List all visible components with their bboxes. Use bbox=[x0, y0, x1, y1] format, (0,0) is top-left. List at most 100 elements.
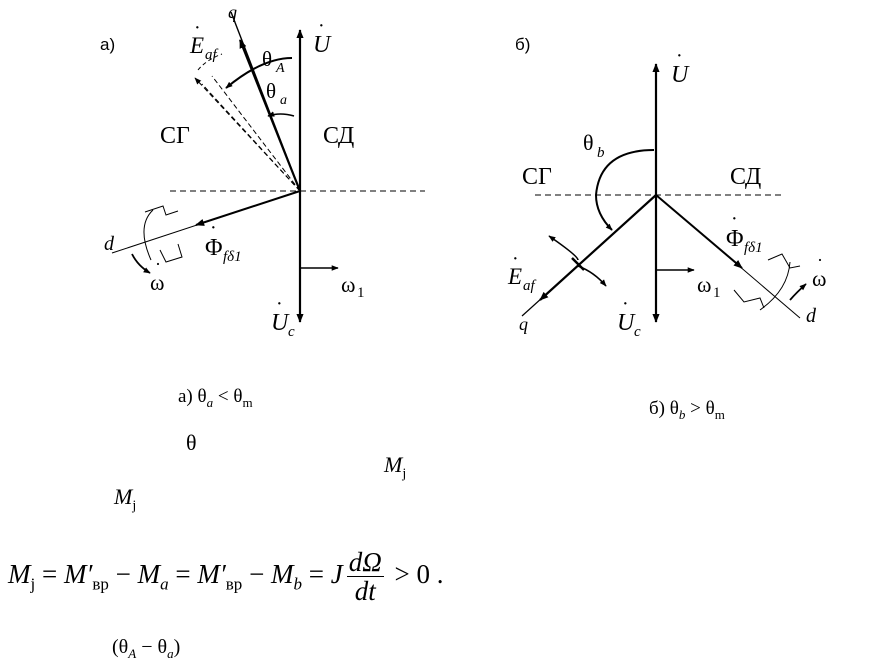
diagram-b: б) U · U c · E af · q θ b bbox=[507, 35, 826, 340]
fragment-mj-2: Mj bbox=[114, 484, 136, 514]
diagram-b-theta-b-label: θ bbox=[583, 130, 594, 155]
diagram-a-phi-dot: · bbox=[210, 217, 217, 239]
eq-equals: = bbox=[302, 559, 331, 590]
fragment-diff-sub-b: a bbox=[167, 646, 174, 661]
eq-tail: > 0 . bbox=[387, 559, 444, 590]
eq-j: j bbox=[30, 574, 36, 594]
diagram-a-theta-a-small-label: θ bbox=[266, 79, 276, 103]
diagram-a-omega-dot: · bbox=[155, 254, 161, 274]
diagram-b-phi-vector bbox=[655, 194, 743, 269]
diagram-a-eaf-dot: · bbox=[194, 17, 201, 39]
eq-equals: = bbox=[35, 559, 64, 590]
eq-numerator: dΩ bbox=[346, 547, 384, 578]
diagram-b-uc-sub: c bbox=[634, 324, 641, 340]
fragment-mj-1-sub: j bbox=[402, 466, 407, 482]
diagram-a-omega-label: ω bbox=[150, 270, 164, 295]
diagram-b-u-label: U bbox=[671, 62, 690, 88]
diagram-b-phi-sub: fδ1 bbox=[744, 240, 763, 256]
eq-ma: M bbox=[137, 559, 161, 590]
eq-minus: − bbox=[242, 559, 272, 590]
diagram-b-rotor-outline bbox=[767, 253, 801, 269]
caption-a-sub: a bbox=[206, 394, 214, 410]
diagram-a-phi-sub: fδ1 bbox=[223, 249, 242, 265]
diagram-a-phi-label: Φ bbox=[205, 235, 223, 261]
caption-b: б) θb > θm bbox=[649, 398, 725, 423]
caption-a-sub-m: m bbox=[242, 394, 253, 410]
diagram-a-uc-label: U bbox=[271, 310, 290, 336]
diagram-b-sg-label: СГ bbox=[522, 164, 552, 190]
diagram-a-e-position-dashed bbox=[211, 75, 301, 192]
caption-a: а) θa < θm bbox=[178, 386, 253, 411]
diagram-a-d-label: d bbox=[104, 233, 115, 255]
diagram-b-rotor-arc bbox=[759, 261, 791, 311]
diagram-a-sd-label: СД bbox=[323, 123, 354, 149]
diagram-a-theta-a-arc bbox=[225, 57, 293, 89]
fragment-diff-open: (θ bbox=[112, 636, 129, 658]
diagram-a-eaf-sub: af bbox=[205, 47, 219, 63]
fragment-mj-2-sub: j bbox=[132, 498, 137, 514]
diagram-a-e-position-dashed bbox=[194, 77, 301, 192]
diagram-b-omega-arrow bbox=[789, 283, 807, 301]
diagram-b-eaf-vector bbox=[539, 194, 657, 301]
diagram-b-phi-label: Φ bbox=[726, 226, 744, 252]
caption-b-sub-m: m bbox=[714, 406, 725, 422]
eq-mvr: M′ bbox=[63, 559, 93, 590]
eq-mb: M bbox=[271, 559, 294, 590]
diagram-b-omega-label: ω bbox=[812, 266, 826, 291]
eq-denominator: dt bbox=[354, 576, 376, 607]
caption-b-sub: b bbox=[678, 406, 686, 422]
diagram-b-q-label: q bbox=[519, 314, 528, 334]
diagram-b-eaf-sub: af bbox=[523, 278, 537, 294]
eq-b: b bbox=[293, 574, 303, 594]
diagram-b-uc-label: U bbox=[617, 310, 636, 336]
fragment-mj-1-m: M bbox=[384, 452, 403, 477]
diagram-a-panel-label: а) bbox=[100, 35, 115, 54]
diagram-b-omega-dot: · bbox=[817, 250, 823, 270]
diagram-b-eaf-label: E bbox=[507, 264, 522, 289]
diagram-a-rotor-outline bbox=[144, 205, 179, 216]
diagram-b-sd-label: СД bbox=[730, 164, 761, 190]
eq-m: M bbox=[8, 559, 31, 590]
fragment-diff-mid: − θ bbox=[136, 636, 168, 658]
diagram-b-d-label: d bbox=[806, 305, 817, 327]
diagram-b-eaf-dot: · bbox=[512, 248, 519, 270]
diagram-a-theta-a-small-sub: a bbox=[280, 93, 287, 108]
diagram-a-rotor-outline bbox=[159, 243, 183, 263]
diagram-a-u-label: U bbox=[313, 32, 332, 58]
diagram-a-uc-sub: c bbox=[288, 324, 295, 340]
diagram-b-phi-dot: · bbox=[731, 208, 738, 230]
diagram-a-omega1-sub: 1 bbox=[357, 285, 365, 301]
diagram-b-theta-b-arc bbox=[594, 149, 655, 231]
diagram-a-dashed-arc bbox=[197, 53, 223, 71]
diagram-a-phi-vector bbox=[195, 190, 301, 226]
diagram-b-uc-dot: · bbox=[622, 293, 629, 315]
diagram-a-theta-a-big-sub: A bbox=[275, 61, 285, 76]
diagram-b-omega1-label: ω bbox=[697, 272, 711, 297]
diagram-b-swing-arc bbox=[548, 235, 579, 261]
eq-equals: = bbox=[168, 559, 198, 590]
diagram-a-rotor-arc bbox=[143, 209, 154, 261]
diagram-a-theta-small-arc bbox=[267, 111, 295, 117]
fragment-mj-2-m: M bbox=[114, 484, 133, 509]
fragment-diff-sub-a: A bbox=[128, 646, 137, 661]
diagram-a-uc-dot: · bbox=[276, 293, 283, 315]
fragment-mj-1: Mj bbox=[384, 452, 406, 482]
diagram-a-eaf-label: E bbox=[189, 33, 204, 58]
diagram-a-u-dot: · bbox=[318, 15, 325, 37]
diagram-a-sg-label: СГ bbox=[160, 123, 190, 149]
diagram-b-theta-b-sub: b bbox=[597, 145, 605, 161]
fragment-diff-close: ) bbox=[173, 636, 181, 658]
eq-a: a bbox=[160, 574, 169, 594]
diagram-a-omega1-label: ω bbox=[341, 272, 355, 297]
fragment-theta: θ bbox=[186, 430, 197, 455]
caption-b-mid: > θ bbox=[685, 398, 715, 419]
eq-mvr: M′ bbox=[197, 559, 226, 590]
eq-vr: вр bbox=[225, 574, 243, 594]
caption-a-mid: < θ bbox=[213, 386, 243, 407]
diagram-a: а) U · U c · bbox=[100, 2, 425, 340]
diagram-a-q-label: q bbox=[228, 2, 237, 22]
eq-vr: вр bbox=[92, 574, 109, 594]
